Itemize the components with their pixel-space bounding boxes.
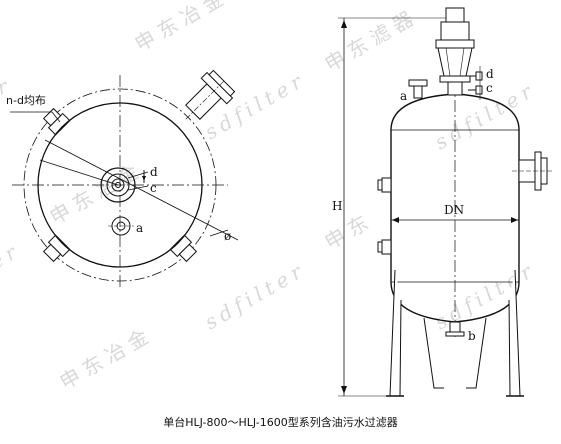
left-nozzle-lower [381, 239, 392, 255]
watermark-cn: 申东冶金 [131, 0, 233, 56]
label-d: d [150, 165, 158, 179]
side-label-b: b [468, 329, 476, 343]
left-nozzle-upper [381, 177, 392, 193]
support-lug [169, 234, 198, 263]
label-DN: DN [444, 203, 464, 217]
center-nozzle-mid [106, 173, 130, 197]
watermark-cn: 申东 [321, 208, 378, 255]
drive-coupling [440, 21, 470, 41]
inlet-nozzle [185, 69, 236, 120]
support-lug [42, 107, 71, 136]
label-nd: n-d均布 [6, 94, 46, 107]
watermark-en: sdfilter [201, 257, 311, 334]
watermark-en: er [0, 238, 25, 274]
drive-bracket [437, 47, 473, 77]
top-neck [447, 81, 463, 96]
label-c: c [150, 181, 157, 195]
watermark-cn: 申东滤器 [321, 4, 423, 77]
drive-motor [445, 7, 465, 23]
side-label-c: c [486, 81, 493, 95]
label-phi: ø [224, 229, 231, 243]
nozzle-d [475, 71, 483, 81]
top-view [10, 69, 239, 290]
label-H: H [332, 199, 342, 213]
nozzle-a-flange [408, 79, 428, 87]
watermark-cn: 申东冶金 [56, 322, 158, 395]
support-lug [42, 234, 71, 263]
center-nozzle-outer [100, 167, 136, 203]
figure-caption: 单台HLJ-800～HLJ-1600型系列含油污水过滤器 [163, 416, 398, 429]
bottom-nozzle-b [449, 321, 461, 333]
diameter-line [44, 139, 239, 241]
side-label-a: a [400, 89, 407, 103]
label-a: a [136, 221, 143, 235]
leg-middle [423, 317, 444, 389]
side-label-d: d [486, 67, 494, 81]
center-nozzle-inner [111, 178, 125, 192]
nozzle-c [475, 85, 483, 95]
watermark-cn: 申东冶金 [46, 157, 148, 230]
center-nozzle-core [115, 182, 121, 188]
side-view [338, 7, 552, 397]
